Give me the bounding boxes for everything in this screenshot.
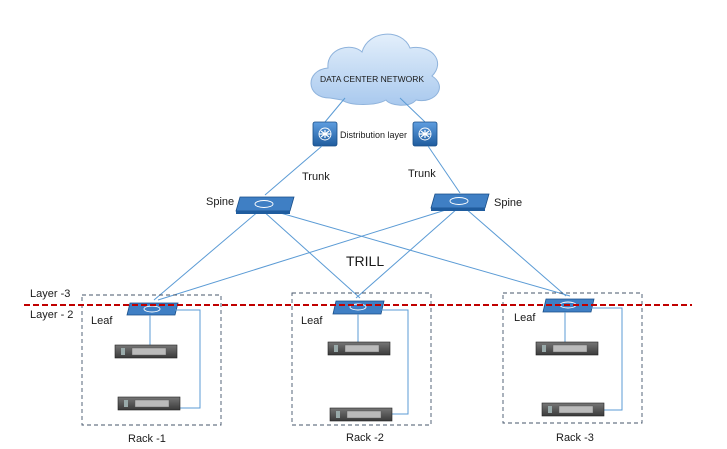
rack-boundary	[81, 294, 222, 426]
rack-2: Leaf	[291, 292, 432, 426]
server	[117, 396, 181, 411]
distribution-label: Distribution layer	[340, 130, 407, 140]
trunk-label-right: Trunk	[408, 168, 436, 180]
rack-1: Leaf	[81, 294, 222, 426]
trunk-link-right	[427, 145, 461, 194]
server	[327, 341, 391, 356]
cloud-icon	[310, 33, 440, 106]
server	[541, 402, 605, 417]
spine-switch-left	[235, 196, 295, 214]
leaf-switch	[126, 302, 179, 316]
rack-boundary	[502, 292, 643, 424]
leaf-label: Leaf	[301, 315, 323, 327]
cloud-label: DATA CENTER NETWORK	[320, 74, 424, 84]
trill-label: TRILL	[346, 253, 384, 269]
leaf-switch	[332, 300, 385, 315]
trunk-label-left: Trunk	[302, 171, 330, 183]
server	[114, 344, 178, 359]
spine-label-left: Spine	[206, 196, 234, 208]
rack-3: Leaf	[502, 292, 643, 424]
trill-fabric-links	[153, 207, 571, 301]
server	[535, 341, 599, 356]
spine-label-right: Spine	[494, 197, 522, 209]
layer-3-label: Layer -3	[30, 288, 70, 300]
link-cloud-dist-left	[324, 97, 346, 123]
rack-3-label: Rack -3	[556, 432, 594, 444]
layer-2-label: Layer - 2	[30, 309, 73, 321]
distribution-switch-left	[312, 121, 338, 147]
spine-switch-right	[430, 193, 490, 211]
rack-2-label: Rack -2	[346, 432, 384, 444]
leaf-label: Leaf	[514, 312, 536, 324]
rack-boundary	[291, 292, 432, 426]
link-cloud-dist-right	[399, 97, 426, 123]
distribution-switch-right	[412, 121, 438, 147]
leaf-label: Leaf	[91, 315, 113, 327]
rack-1-label: Rack -1	[128, 433, 166, 445]
server	[329, 407, 393, 422]
trunk-link-left	[264, 145, 323, 196]
